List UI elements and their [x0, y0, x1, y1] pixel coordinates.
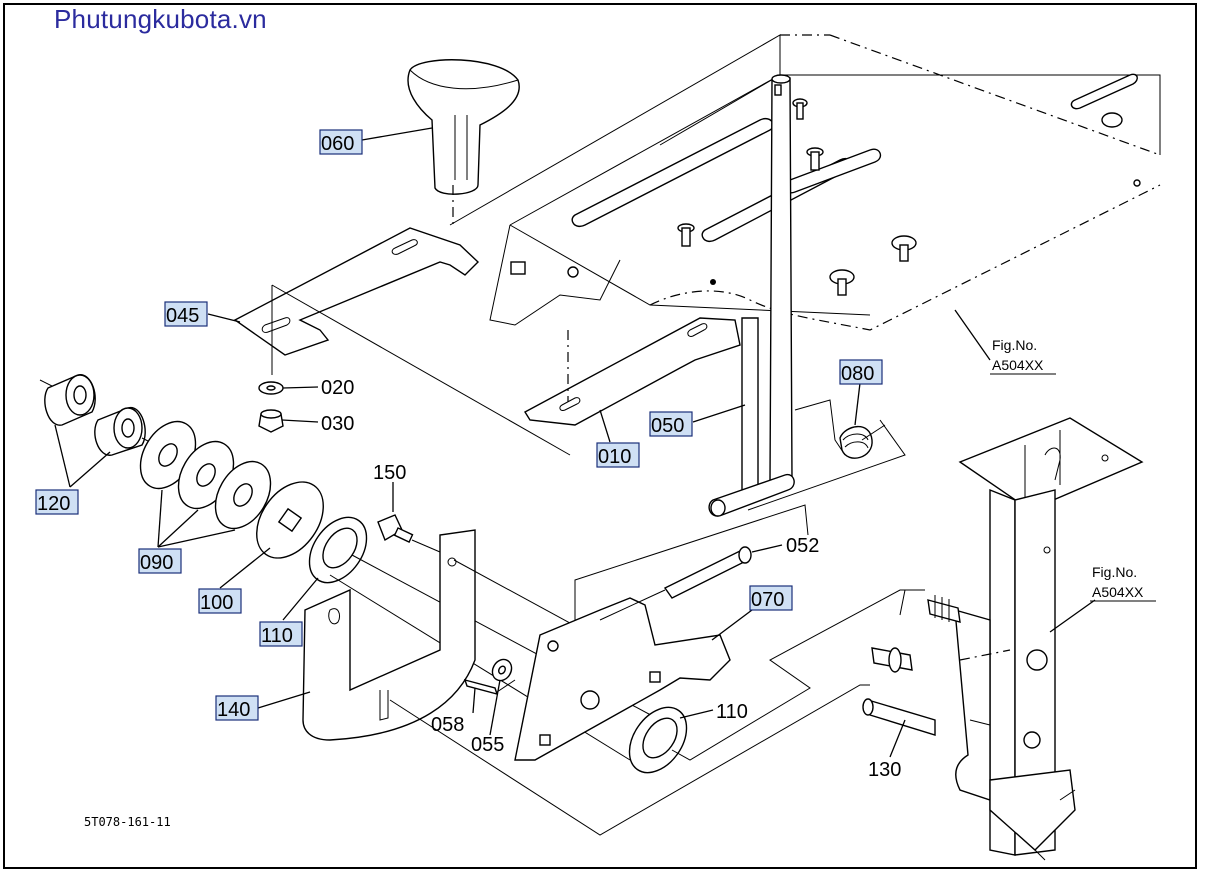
- callout-045-text: 045: [166, 305, 199, 327]
- pin-part-052: [599, 546, 752, 621]
- bearing-part-110-lower: [389, 589, 925, 836]
- plate-part-045: [233, 227, 571, 456]
- callout-100-text: 100: [200, 592, 233, 614]
- callout-030-text: 030: [321, 413, 354, 435]
- nut-part-120: [39, 374, 151, 456]
- callout-110-upper-text: 110: [261, 625, 293, 647]
- bar-part-010: [524, 317, 741, 426]
- callout-100: 100: [198, 588, 242, 614]
- washer-part-020: [258, 381, 284, 395]
- figure-reference-upper-line2: A504XX: [992, 357, 1044, 373]
- callout-090: 090: [138, 548, 182, 574]
- figure-reference-lower-line2: A504XX: [1092, 584, 1144, 600]
- callout-052-text: 052: [786, 535, 819, 557]
- callout-130-text: 130: [868, 759, 901, 781]
- callout-150: 150: [373, 462, 406, 484]
- washer-part-100: [256, 481, 324, 559]
- callout-060-text: 060: [321, 133, 354, 155]
- figure-reference-upper-line1: Fig.No.: [992, 337, 1037, 353]
- callout-045: 045: [164, 301, 208, 327]
- callout-058-text: 058: [431, 714, 464, 736]
- callout-020-text: 020: [321, 377, 354, 399]
- callout-020: 020: [321, 377, 354, 399]
- diagram-border: [3, 3, 1197, 869]
- washer-part-090: [139, 420, 272, 530]
- callout-110-lower-text: 110: [716, 701, 748, 723]
- spring-part-080: [794, 399, 886, 459]
- mount-bracket-assembly: [862, 417, 1144, 861]
- callout-055-text: 055: [471, 734, 504, 756]
- callout-050-text: 050: [651, 415, 684, 437]
- bolt-part-150: [377, 514, 441, 553]
- callout-010-text: 010: [598, 446, 631, 468]
- watermark: Phutungkubota.vn: [54, 4, 267, 34]
- callout-140: 140: [215, 695, 259, 721]
- callout-070: 070: [749, 585, 793, 611]
- figure-reference-lower-line1: Fig.No.: [1092, 564, 1137, 580]
- washer-part-055: [491, 658, 513, 682]
- lever-part-050: [708, 74, 906, 517]
- callout-080-text: 080: [841, 363, 874, 385]
- callout-080: 080: [839, 359, 883, 385]
- callout-052: 052: [786, 535, 819, 557]
- chassis-frame: [449, 34, 1161, 331]
- callout-150-text: 150: [373, 462, 406, 484]
- nut-part-030: [258, 409, 284, 433]
- callout-055: 055: [471, 734, 504, 756]
- callout-090-text: 090: [140, 552, 173, 574]
- callout-030: 030: [321, 413, 354, 435]
- callout-110-upper: 110: [259, 621, 303, 647]
- knob-part-060: [407, 59, 520, 225]
- callout-010: 010: [596, 442, 640, 468]
- callout-120: 120: [35, 489, 79, 515]
- drawing-code: 5T078-161-11: [84, 815, 171, 829]
- bearing-part-110-upper: [308, 516, 661, 761]
- callout-058: 058: [431, 714, 464, 736]
- callout-070-text: 070: [751, 589, 784, 611]
- callout-060: 060: [319, 129, 363, 155]
- figure-reference-upper: Fig.No. A504XX: [990, 337, 1056, 375]
- callout-110-lower: 110: [716, 701, 748, 723]
- callout-130: 130: [868, 759, 901, 781]
- plate-part-070: [514, 504, 809, 761]
- cotter-pin-part-058: [463, 678, 516, 696]
- callout-140-text: 140: [217, 699, 250, 721]
- leader-lines: [54, 127, 1096, 758]
- callout-120-text: 120: [37, 493, 70, 515]
- figure-reference-lower: Fig.No. A504XX: [1090, 564, 1156, 602]
- callout-050: 050: [649, 411, 693, 437]
